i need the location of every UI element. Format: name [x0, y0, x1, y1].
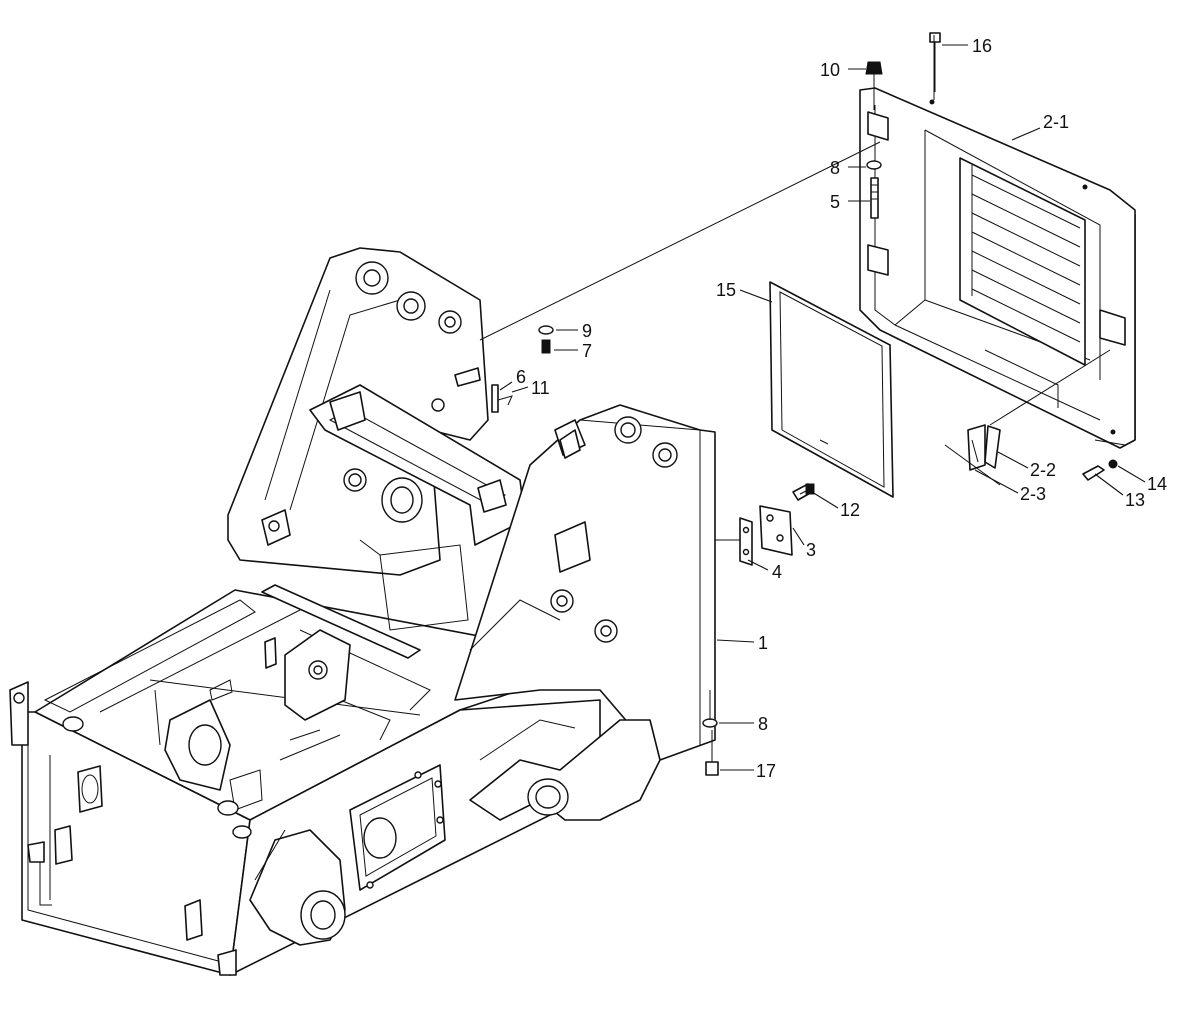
washer-8-bottom	[702, 718, 718, 728]
latch-assembly	[944, 424, 1001, 486]
bracket-3	[759, 505, 793, 556]
nut-14	[1108, 459, 1118, 469]
callout-13: 13	[1125, 490, 1145, 510]
callout-leaders	[499, 44, 1146, 771]
washer-9	[538, 325, 554, 335]
spring-7	[541, 339, 551, 354]
callout-2-2: 2-2	[1030, 460, 1056, 480]
bolt-16	[929, 32, 941, 92]
callout-15: 15	[716, 280, 736, 300]
callout-16: 16	[972, 36, 992, 56]
callout-6: 6	[516, 367, 526, 387]
pin-6	[491, 384, 499, 413]
callout-2-3: 2-3	[1020, 484, 1046, 504]
callout-4: 4	[772, 562, 782, 582]
callout-5: 5	[830, 192, 840, 212]
callout-3: 3	[806, 540, 816, 560]
callout-11: 11	[531, 378, 550, 398]
callout-10: 10	[820, 60, 840, 80]
callout-9: 9	[582, 321, 592, 341]
clip-11	[497, 395, 513, 406]
callout-labels: 16 10 2-1 8 5 15 9 7 6 11 2-2 2-3 14 13 …	[516, 36, 1167, 781]
callout-7: 7	[582, 341, 592, 361]
screw-13	[1082, 465, 1105, 481]
callout-8-top: 8	[830, 158, 840, 178]
nut-10	[865, 61, 883, 75]
seal-gasket	[769, 281, 894, 498]
callout-12: 12	[840, 500, 860, 520]
assembly-lines	[479, 35, 1126, 720]
callout-17: 17	[756, 761, 776, 781]
callout-8-bottom: 8	[758, 714, 768, 734]
callout-14: 14	[1147, 474, 1167, 494]
bolt-17	[705, 730, 719, 776]
bolt-12	[792, 483, 815, 501]
radiator-hood	[859, 87, 1136, 449]
main-frame	[9, 247, 716, 976]
callout-1: 1	[758, 633, 768, 653]
washer-8-top	[866, 160, 882, 170]
callout-2-1: 2-1	[1043, 112, 1069, 132]
pin-5	[870, 177, 879, 219]
plate-4	[739, 517, 753, 566]
